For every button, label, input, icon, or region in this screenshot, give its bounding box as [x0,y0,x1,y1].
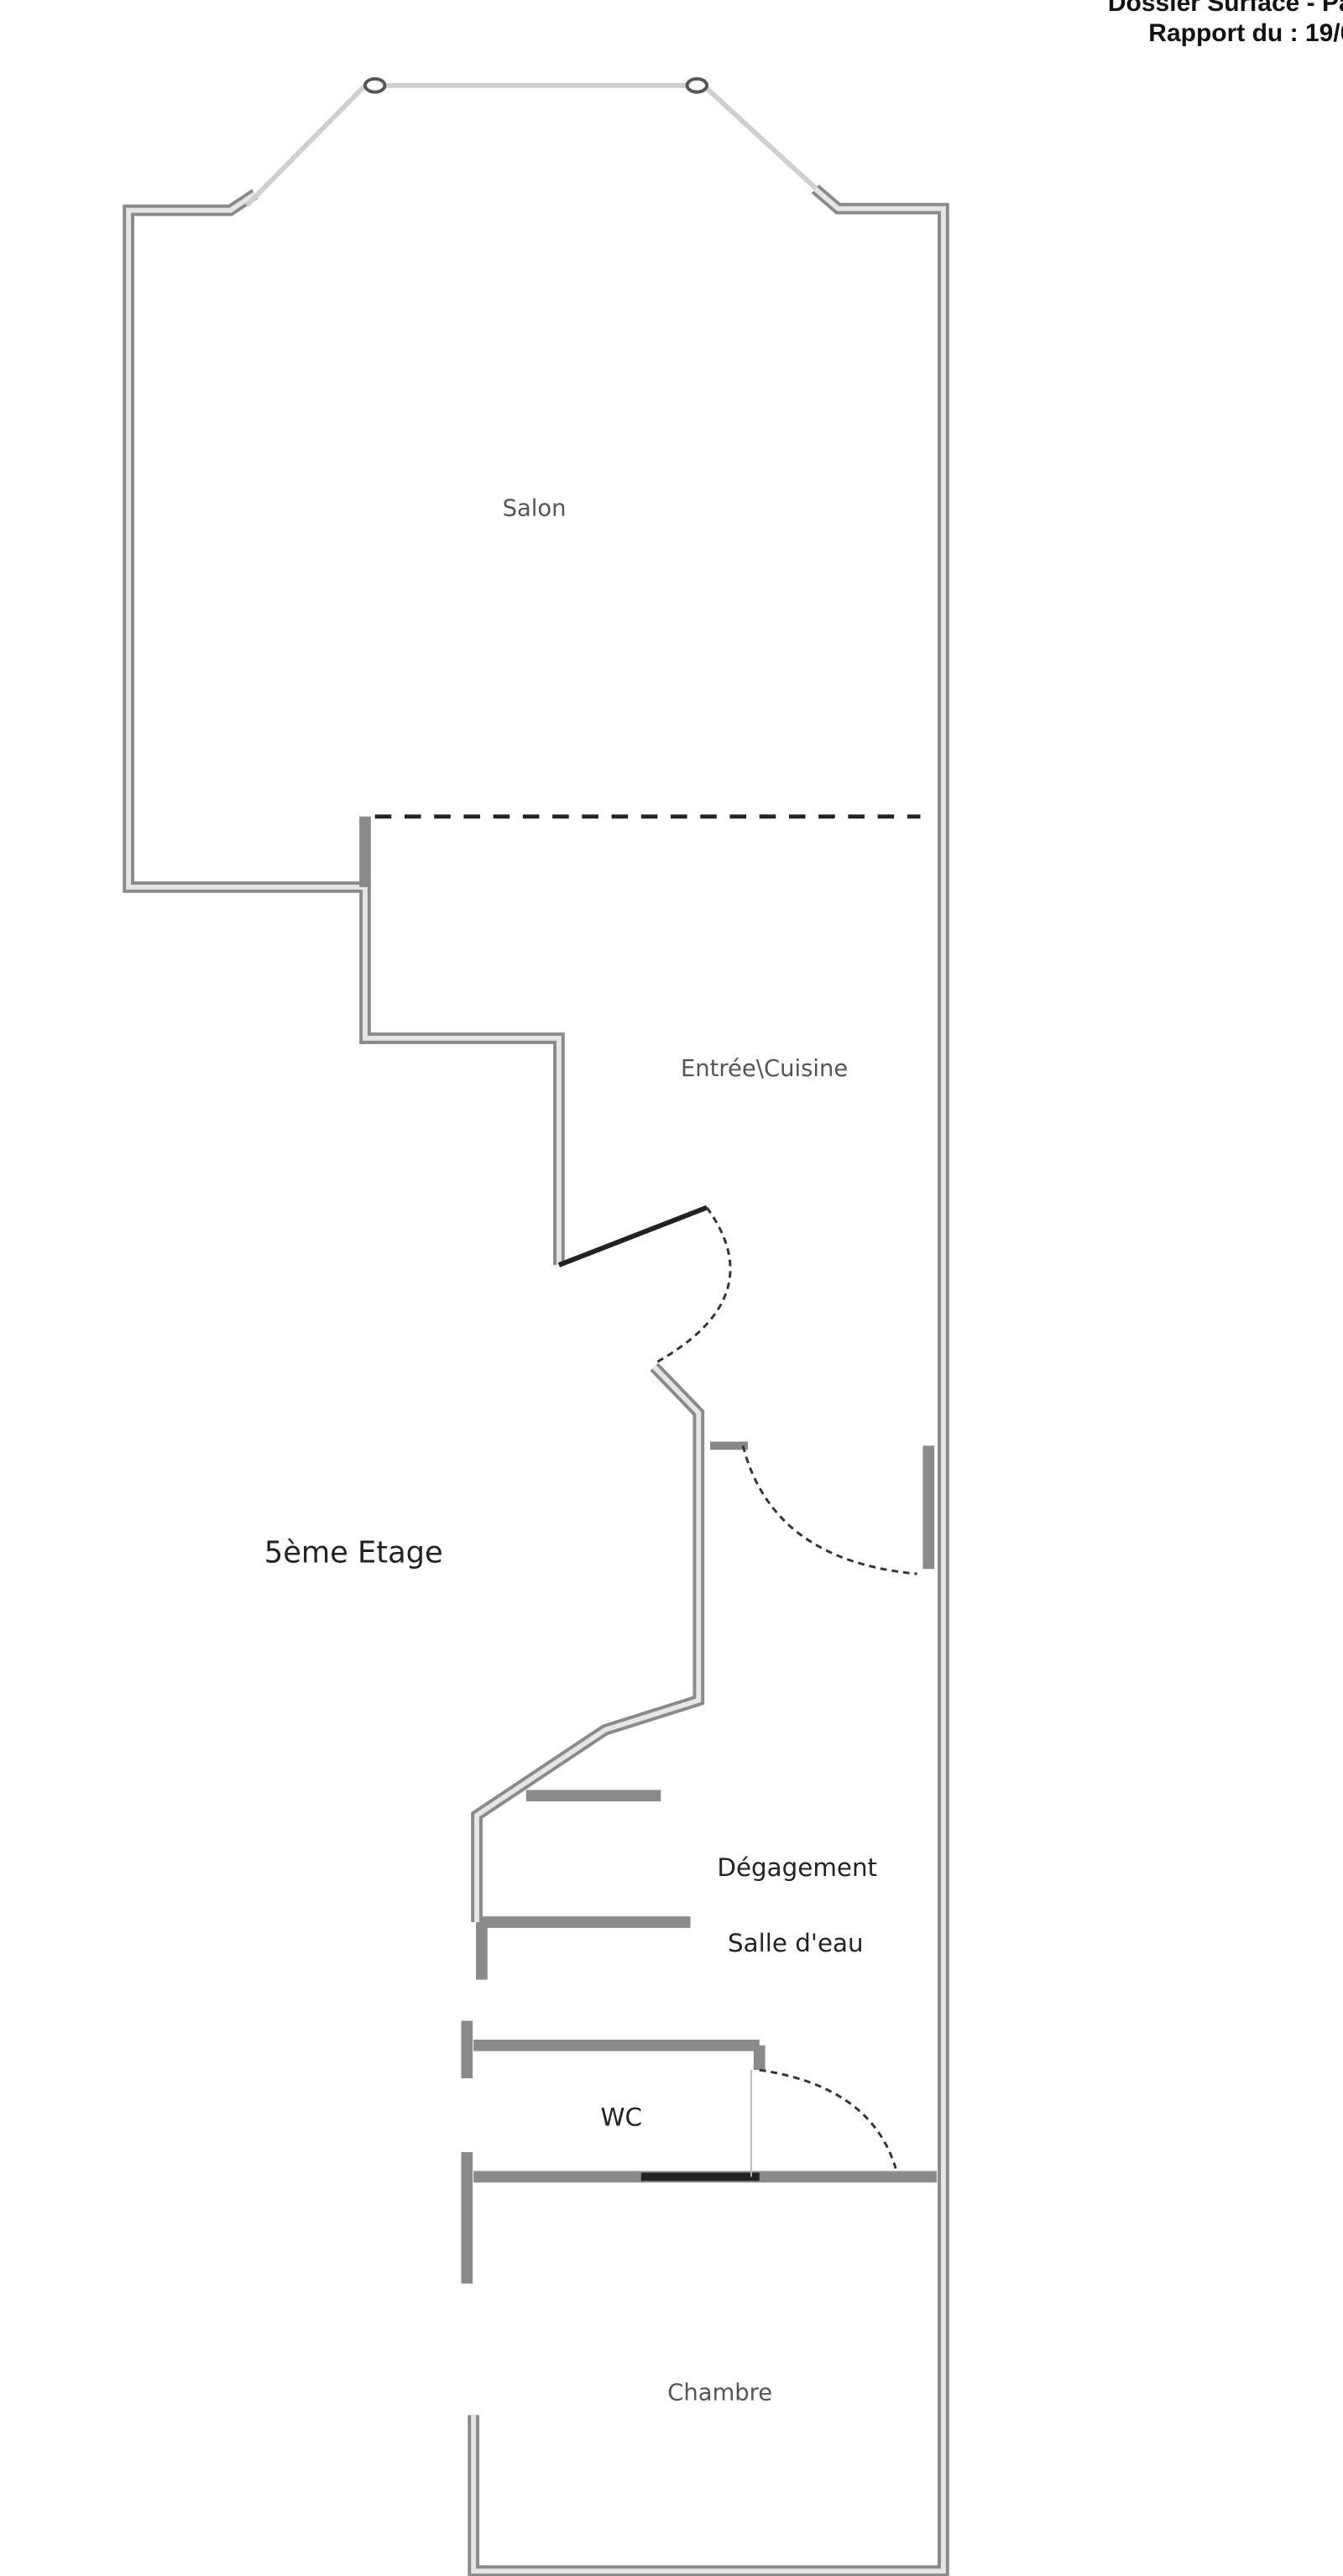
report-date: Rapport du : 19/06 [1148,19,1343,47]
floor-label: 5ème Etage [264,1535,443,1570]
walls [123,76,949,2576]
room-labels: Salon Entrée\Cuisine 5ème Etage Dégageme… [264,496,877,2406]
doors [557,1204,917,2177]
report-title: Dossier Surface - Pag [1107,0,1343,17]
room-salon: Salon [503,496,567,522]
room-degagement: Dégagement [717,1853,877,1882]
room-chambre: Chambre [667,2380,772,2406]
report-header: Dossier Surface - Pag Rapport du : 19/06 [1108,0,1343,49]
room-entree-cuisine: Entrée\Cuisine [681,1056,848,1082]
room-salle-d-eau: Salle d'eau [728,1929,864,1957]
room-wc: WC [601,2103,643,2132]
